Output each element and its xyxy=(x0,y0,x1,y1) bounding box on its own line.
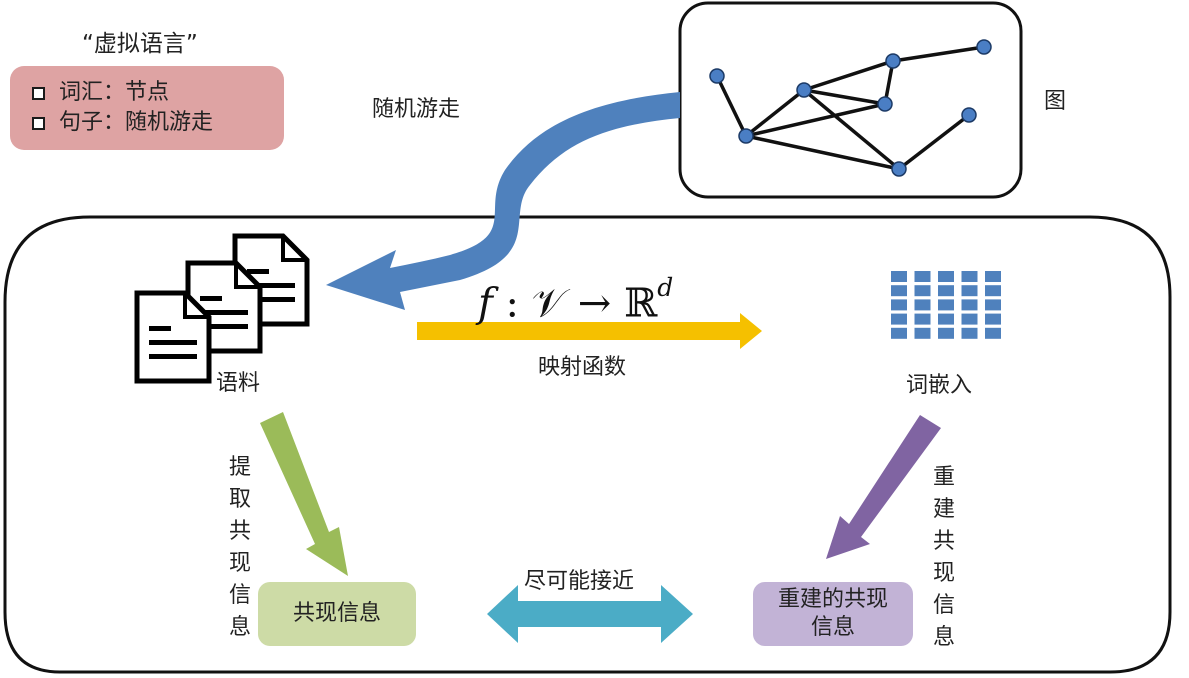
embedding-cell xyxy=(914,285,931,297)
graph-nodes xyxy=(709,39,992,177)
graph-edge xyxy=(744,88,806,138)
main-frame xyxy=(3,215,1172,674)
extract-cooccurrence-label: 提取 共现 信息 xyxy=(226,452,254,644)
embedding-cell xyxy=(914,327,931,339)
embedding-cell xyxy=(985,271,1001,282)
random-walk-arrow xyxy=(326,92,680,310)
random-walk-label: 随机游走 xyxy=(372,97,461,122)
embedding-cell xyxy=(985,299,1001,311)
embedding-cell xyxy=(938,313,954,325)
documents-icon xyxy=(134,233,310,384)
formula-colon: : xyxy=(492,280,532,327)
embedding-cell xyxy=(938,285,954,297)
virtual-language-item: 词汇：节点 xyxy=(32,78,284,108)
graph-edge xyxy=(803,59,894,92)
embedding-cell xyxy=(961,271,978,282)
virtual-language-item-label: 句子：随机游走 xyxy=(59,110,214,135)
approximate-label: 尽可能接近 xyxy=(524,569,635,594)
checkbox-icon xyxy=(32,116,45,130)
word-embedding-label: 词嵌入 xyxy=(906,373,973,398)
embedding-cell xyxy=(891,271,907,282)
formula-exponent: d xyxy=(657,273,674,302)
embedding-cell xyxy=(914,313,931,325)
formula-function: f xyxy=(478,280,493,327)
embedding-cell xyxy=(891,285,907,297)
graph-node xyxy=(885,53,901,69)
formula-domain: 𝒱 xyxy=(531,280,566,327)
rebuilt-box-line: 信息 xyxy=(810,615,855,640)
checkbox-icon xyxy=(32,86,45,100)
embedding-cell xyxy=(985,327,1001,339)
embedding-cell xyxy=(891,299,907,311)
mapping-function-label: 映射函数 xyxy=(538,355,627,380)
extract-label-line: 信息 xyxy=(228,583,251,640)
rebuild-label-line: 信息 xyxy=(932,593,955,650)
approx-arrow xyxy=(487,585,693,643)
rebuilt-box-line: 重建的共现 xyxy=(777,587,888,612)
graph-node xyxy=(738,128,754,144)
extract-label-line: 提取 xyxy=(228,455,251,512)
graph-edge xyxy=(715,75,748,137)
graph-label: 图 xyxy=(1044,89,1067,114)
graph-edge xyxy=(802,88,901,171)
graph-frame xyxy=(678,1,1023,199)
rebuild-label-line: 共现 xyxy=(932,529,955,586)
embedding-cell xyxy=(891,327,907,339)
graph-node xyxy=(891,161,907,177)
embedding-cell xyxy=(891,313,907,325)
extract-label-line: 共现 xyxy=(228,519,251,576)
rebuilt-cooccurrence-box: 重建的共现 信息 xyxy=(753,582,913,646)
graph-node xyxy=(877,96,893,112)
corpus-label: 语料 xyxy=(216,371,261,396)
embedding-cell xyxy=(985,313,1001,325)
graph-edge xyxy=(897,113,971,171)
cooccurrence-info-text: 共现信息 xyxy=(292,601,381,626)
embedding-cell xyxy=(961,313,978,325)
graph-edge xyxy=(745,134,900,171)
embedding-cell xyxy=(961,327,978,339)
mapping-formula: f : 𝒱 → ℝd xyxy=(478,270,718,326)
embedding-cell xyxy=(914,299,931,311)
embedding-cell xyxy=(961,285,978,297)
embedding-cell xyxy=(938,271,954,282)
extract-arrow xyxy=(260,412,348,576)
graph-node xyxy=(709,68,725,84)
graph-edge xyxy=(745,102,886,138)
embedding-cell xyxy=(961,299,978,311)
embedding-cell xyxy=(938,299,954,311)
virtual-language-box: 词汇：节点 句子：随机游走 xyxy=(10,66,284,150)
embedding-cell xyxy=(914,271,931,282)
embedding-cell xyxy=(985,285,1001,297)
cooccurrence-info-box: 共现信息 xyxy=(258,582,416,646)
graph-edge xyxy=(803,88,886,106)
mapping-arrow xyxy=(417,313,762,349)
graph-node xyxy=(796,82,812,98)
formula-codomain: ℝ xyxy=(624,280,658,327)
rebuild-arrow xyxy=(826,415,941,559)
graph-node xyxy=(976,39,992,55)
graph-edge xyxy=(892,45,985,63)
virtual-language-item: 句子：随机游走 xyxy=(32,108,284,138)
virtual-language-title: “虚拟语言” xyxy=(82,31,198,57)
virtual-language-item-label: 词汇：节点 xyxy=(59,80,170,105)
embedding-grid-icon xyxy=(891,271,1001,339)
rebuild-cooccurrence-label: 重建 共现 信息 xyxy=(930,462,958,654)
graph-node xyxy=(961,107,977,123)
graph-edges xyxy=(715,45,985,171)
embedding-cell xyxy=(938,327,954,339)
rebuild-label-line: 重建 xyxy=(932,465,955,522)
formula-arrow: → xyxy=(565,280,624,327)
